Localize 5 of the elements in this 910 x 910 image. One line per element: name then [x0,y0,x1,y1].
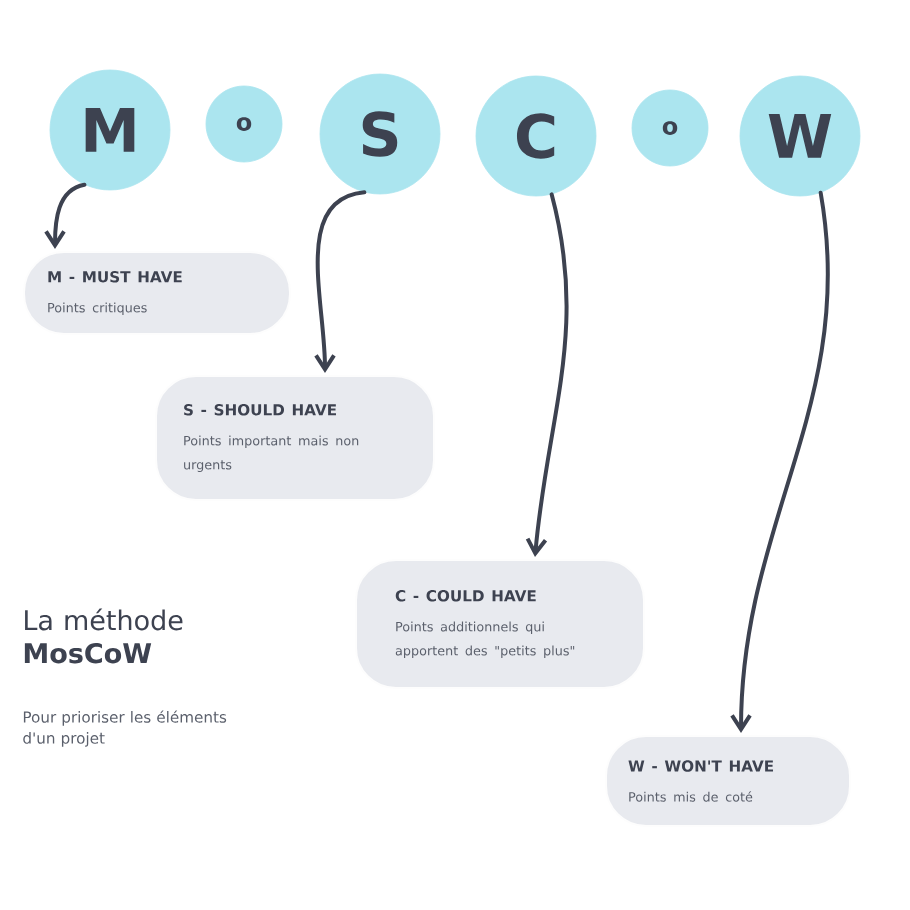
heading: La méthode MosCoW [24,608,183,664]
curved-arrow [730,190,830,733]
curved-arrow [525,192,569,557]
curved-arrow [44,182,87,249]
curved-arrow [314,190,367,373]
